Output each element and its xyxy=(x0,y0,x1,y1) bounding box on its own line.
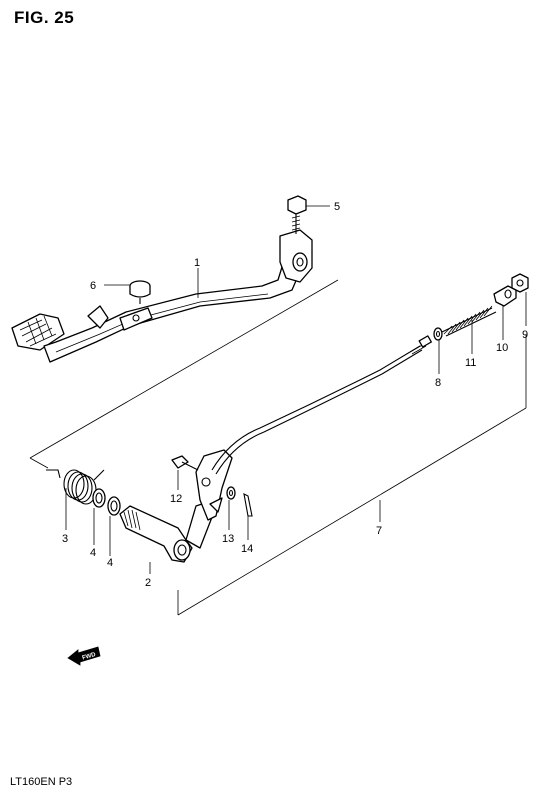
outline-lower xyxy=(177,407,527,616)
washer-part-8 xyxy=(433,327,443,341)
callout-8: 8 xyxy=(435,377,441,389)
callout-5: 5 xyxy=(334,201,340,213)
leader-lines xyxy=(65,205,527,574)
callout-labels: 1 2 3 4 4 5 6 7 8 9 10 11 12 13 14 xyxy=(62,201,528,589)
brake-cable xyxy=(211,335,432,475)
cotter-pin xyxy=(243,493,253,517)
bolt-part-12 xyxy=(171,455,199,471)
callout-12: 12 xyxy=(170,493,182,505)
callout-3: 3 xyxy=(62,533,68,545)
callout-4-left: 4 xyxy=(90,547,96,559)
outline-upper-left xyxy=(29,279,339,459)
model-code: LT160EN P3 xyxy=(10,776,73,788)
washer-right xyxy=(107,496,121,516)
callout-14: 14 xyxy=(241,543,253,555)
callout-13: 13 xyxy=(222,533,234,545)
callout-2: 2 xyxy=(145,577,151,589)
washer-left xyxy=(92,488,106,508)
figure-title: FIG. 25 xyxy=(14,8,75,27)
assembly-outline xyxy=(29,279,527,616)
callout-10: 10 xyxy=(496,342,508,354)
callout-1: 1 xyxy=(194,257,200,269)
adjuster-spring xyxy=(441,305,497,337)
fwd-arrow-icon: FWD xyxy=(67,646,101,666)
brake-pedal xyxy=(11,229,313,363)
cable-lever xyxy=(195,449,233,521)
callout-4-right: 4 xyxy=(107,557,113,569)
washer-part-13 xyxy=(226,486,236,500)
fwd-label: FWD xyxy=(82,652,97,662)
bolt-part-5 xyxy=(287,195,307,234)
return-spring xyxy=(46,469,105,505)
callout-11: 11 xyxy=(465,357,476,369)
callout-7: 7 xyxy=(376,525,382,537)
pedal-shaft xyxy=(119,501,215,563)
callout-9: 9 xyxy=(522,329,528,341)
outline-left-tick xyxy=(29,457,49,469)
stopper-cushion xyxy=(129,280,151,304)
callout-6: 6 xyxy=(90,280,96,292)
joint-part-10 xyxy=(493,285,517,307)
nut-part-9 xyxy=(511,273,529,293)
